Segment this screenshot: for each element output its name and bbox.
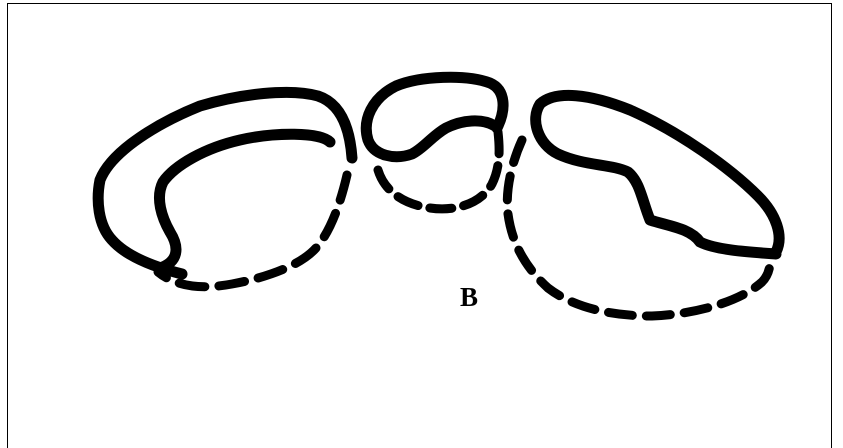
left-lobe-inner-outline — [159, 134, 330, 268]
middle-lobe-outline — [366, 77, 503, 156]
left-lobe-dashed-boundary — [158, 175, 347, 287]
right-lobe-outline — [536, 95, 779, 254]
figure-label: B — [460, 284, 478, 311]
middle-lobe-dashed-boundary — [378, 132, 499, 209]
